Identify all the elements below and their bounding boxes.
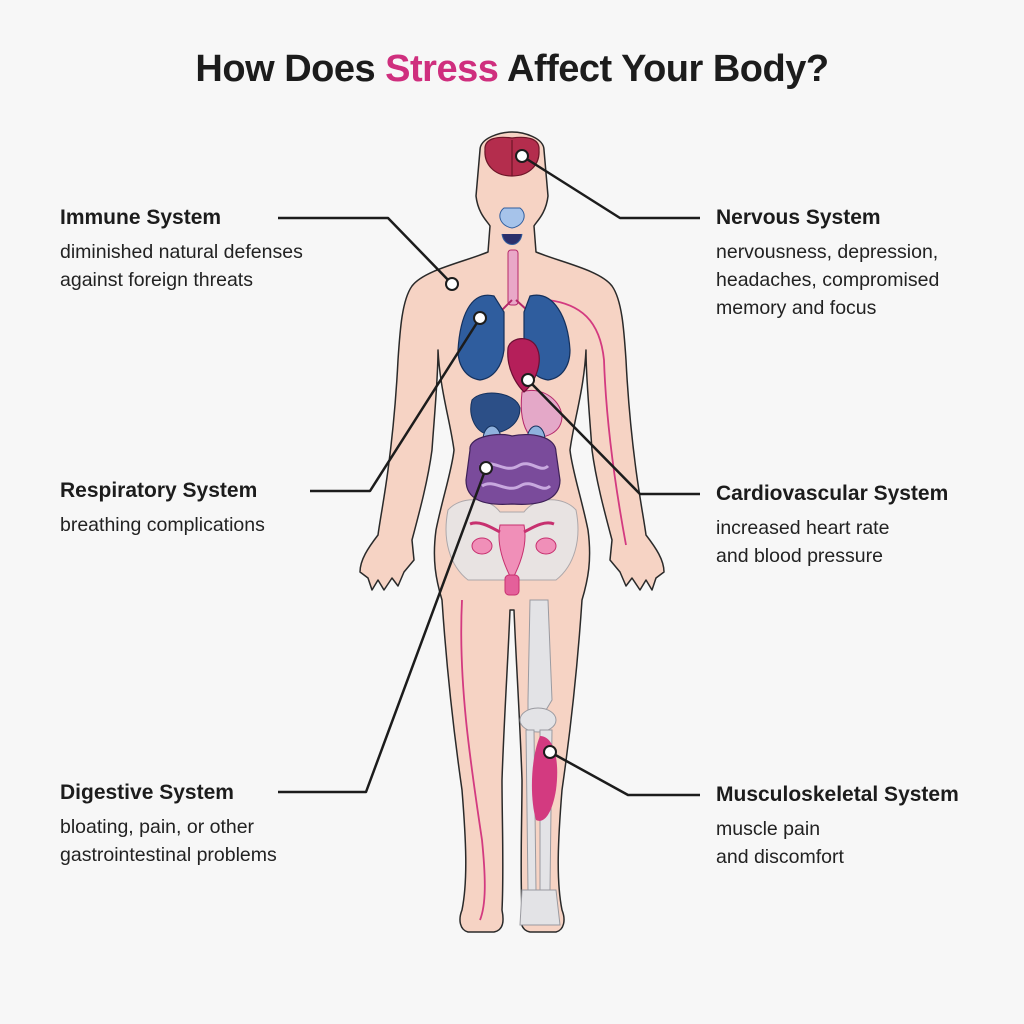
label-immune-system: Immune System diminished natural defense…	[60, 206, 390, 294]
digestive-system-description: bloating, pain, or other gastrointestina…	[60, 816, 277, 867]
label-nervous-system: Nervous System nervousness, depression, …	[716, 206, 1016, 322]
thyroid-gland	[499, 207, 525, 245]
reproductive-organs	[469, 521, 557, 596]
marker-nervous	[515, 149, 529, 163]
title-suffix: Affect Your Body?	[498, 48, 829, 90]
immune-system-description: diminished natural defenses against fore…	[60, 241, 303, 292]
marker-digestive	[479, 461, 493, 475]
immune-system-title: Immune System	[60, 206, 222, 229]
marker-immune	[445, 277, 459, 291]
label-digestive-system: Digestive System bloating, pain, or othe…	[60, 781, 360, 869]
organ-markers	[445, 149, 557, 759]
page-title: How Does Stress Affect Your Body?	[0, 48, 1024, 91]
title-highlight: Stress	[385, 48, 499, 90]
label-musculoskeletal-system: Musculoskeletal System muscle pain and d…	[716, 783, 1016, 871]
title-prefix: How Does	[195, 48, 386, 90]
label-respiratory-system: Respiratory System breathing complicatio…	[60, 479, 320, 539]
musculoskeletal-system-title: Musculoskeletal System	[716, 783, 959, 806]
marker-musculoskeletal	[543, 745, 557, 759]
musculoskeletal-system-description: muscle pain and discomfort	[716, 818, 844, 869]
respiratory-system-description: breathing complications	[60, 514, 265, 537]
respiratory-system-title: Respiratory System	[60, 479, 258, 502]
nervous-system-title: Nervous System	[716, 206, 881, 229]
blood-vessels	[460, 299, 627, 921]
nervous-system-description: nervousness, depression, headaches, comp…	[716, 241, 940, 320]
brain	[484, 136, 540, 177]
marker-respiratory	[473, 311, 487, 325]
digestive-system-title: Digestive System	[60, 781, 234, 804]
label-cardiovascular-system: Cardiovascular System increased heart ra…	[716, 482, 1016, 570]
marker-cardiovascular	[521, 373, 535, 387]
leader-lines	[278, 154, 700, 797]
cardiovascular-system-title: Cardiovascular System	[716, 482, 949, 505]
cardiovascular-system-description: increased heart rate and blood pressure	[716, 517, 890, 568]
